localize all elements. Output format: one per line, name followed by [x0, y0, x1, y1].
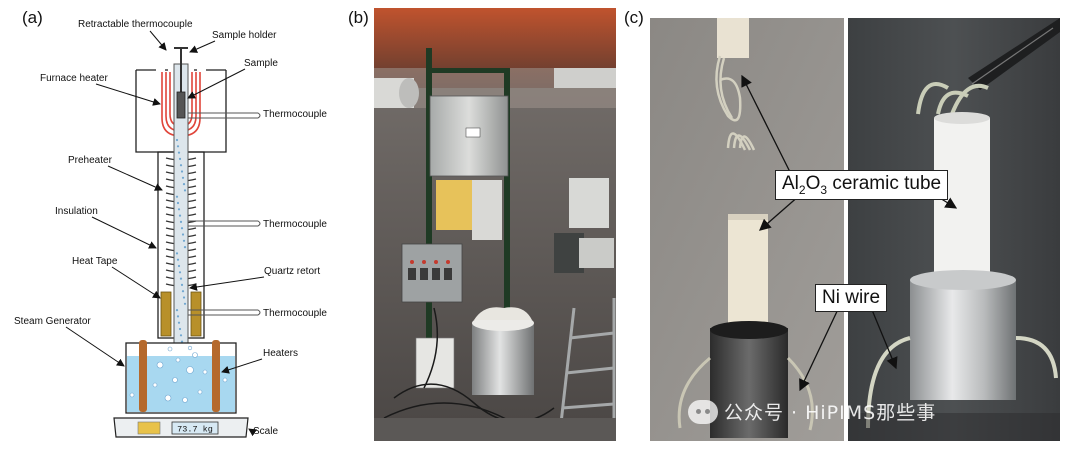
tube-bubble	[182, 183, 186, 186]
sample-holder-photo-left	[650, 18, 844, 441]
steam-generator-tank	[125, 340, 237, 414]
label-steam-generator: Steam Generator	[14, 316, 91, 327]
tank-bubble	[152, 382, 158, 388]
tube-bubble	[178, 327, 182, 331]
chat-bubble-icon	[688, 399, 718, 424]
tube-bubble	[177, 208, 181, 211]
tank-bubble	[202, 369, 208, 375]
tube-bubble	[181, 290, 185, 293]
tube-bubble	[179, 220, 183, 223]
label-insulation: Insulation	[55, 206, 98, 217]
leader-arrows	[65, 30, 265, 437]
tube-bubble	[183, 302, 187, 305]
thermocouple-probes	[188, 112, 261, 316]
ni-wire-callout: Ni wire	[815, 284, 888, 312]
label-thermocouple-top: Thermocouple	[263, 109, 327, 120]
tank-bubble	[197, 389, 203, 395]
tube-bubble	[183, 189, 187, 192]
tube-bubble	[176, 258, 180, 261]
label-sample-holder: Sample holder	[212, 30, 277, 41]
tube-bubble	[181, 176, 185, 179]
tube-bubble	[180, 283, 184, 286]
label-furnace-heater: Furnace heater	[40, 73, 108, 84]
tube-bubble	[180, 227, 184, 230]
watermark: 公众号 · HiPIMS那些事	[688, 398, 936, 425]
tube-bubble	[176, 145, 180, 148]
tank-bubble	[175, 357, 181, 363]
tube-bubble	[178, 271, 182, 274]
ceramic-tube-text-o: O	[805, 173, 821, 194]
scale-readout: 73.7 kg	[177, 425, 213, 435]
tube-bubble	[179, 277, 183, 280]
label-sample: Sample	[244, 58, 278, 69]
tube-bubble	[181, 233, 185, 236]
label-heat-tape: Heat Tape	[72, 256, 118, 267]
tube-bubble	[179, 164, 183, 167]
ceramic-tube-text-al: Al	[782, 173, 799, 194]
label-scale: Scale	[253, 426, 278, 437]
tank-bubble	[164, 394, 172, 402]
tube-bubble	[177, 151, 181, 154]
tank-bubble	[186, 366, 194, 374]
furnace-schematic: 73.7 kg Retractable thermocouple Sample …	[14, 19, 327, 438]
tank-bubble	[192, 352, 198, 358]
lab-setup-photo	[374, 8, 616, 441]
tube-bubble	[178, 214, 182, 217]
ceramic-tube-callout: Al2O3 ceramic tube	[775, 170, 949, 200]
tank-bubble	[129, 392, 135, 398]
tube-bubble	[180, 340, 184, 343]
panel-c-label: (c)	[624, 8, 644, 27]
tube-bubble	[175, 309, 179, 312]
label-heaters: Heaters	[263, 348, 298, 359]
tube-bubble	[182, 296, 186, 299]
ceramic-tube-sub-3: 3	[820, 182, 828, 197]
tube-bubble	[183, 246, 187, 249]
panel-a-label: (a)	[22, 8, 43, 27]
tube-bubble	[176, 315, 180, 318]
sample-holder-photo-right	[848, 18, 1060, 441]
tank-bubble	[167, 346, 173, 352]
tank-bubble	[172, 377, 178, 383]
tube-bubble	[175, 252, 179, 255]
tube-bubble	[177, 321, 181, 324]
tube-bubble	[180, 170, 184, 173]
tube-bubble	[179, 334, 183, 337]
panel-b-label: (b)	[348, 8, 369, 27]
tube-bubble	[176, 201, 180, 205]
tube-bubble	[182, 239, 186, 242]
heater-rod-right	[212, 340, 220, 412]
heat-tape-left	[160, 291, 172, 337]
tube-bubble	[175, 195, 179, 198]
tank-bubble	[156, 361, 164, 369]
tank-bubble	[182, 397, 188, 403]
label-thermocouple-mid: Thermocouple	[263, 219, 327, 230]
tube-bubble	[177, 264, 181, 268]
tank-bubble	[187, 345, 193, 351]
label-quartz-retort: Quartz retort	[264, 266, 320, 277]
tank-bubble	[222, 377, 228, 383]
tube-bubble	[178, 157, 182, 160]
heater-rod-left	[139, 340, 147, 412]
tube-bubble	[175, 138, 179, 142]
sample-holder-rod	[174, 47, 188, 119]
label-thermocouple-low: Thermocouple	[263, 308, 327, 319]
ceramic-tube-sub-2: 2	[798, 182, 806, 197]
label-preheater: Preheater	[68, 155, 113, 166]
sample-block	[176, 91, 186, 119]
label-retractable-thermocouple: Retractable thermocouple	[78, 19, 193, 30]
ceramic-tube-text-tail: ceramic tube	[827, 173, 942, 194]
scale: 73.7 kg	[113, 417, 249, 438]
watermark-text: 公众号 · HiPIMS那些事	[724, 402, 937, 424]
heat-tape-right	[190, 291, 202, 337]
